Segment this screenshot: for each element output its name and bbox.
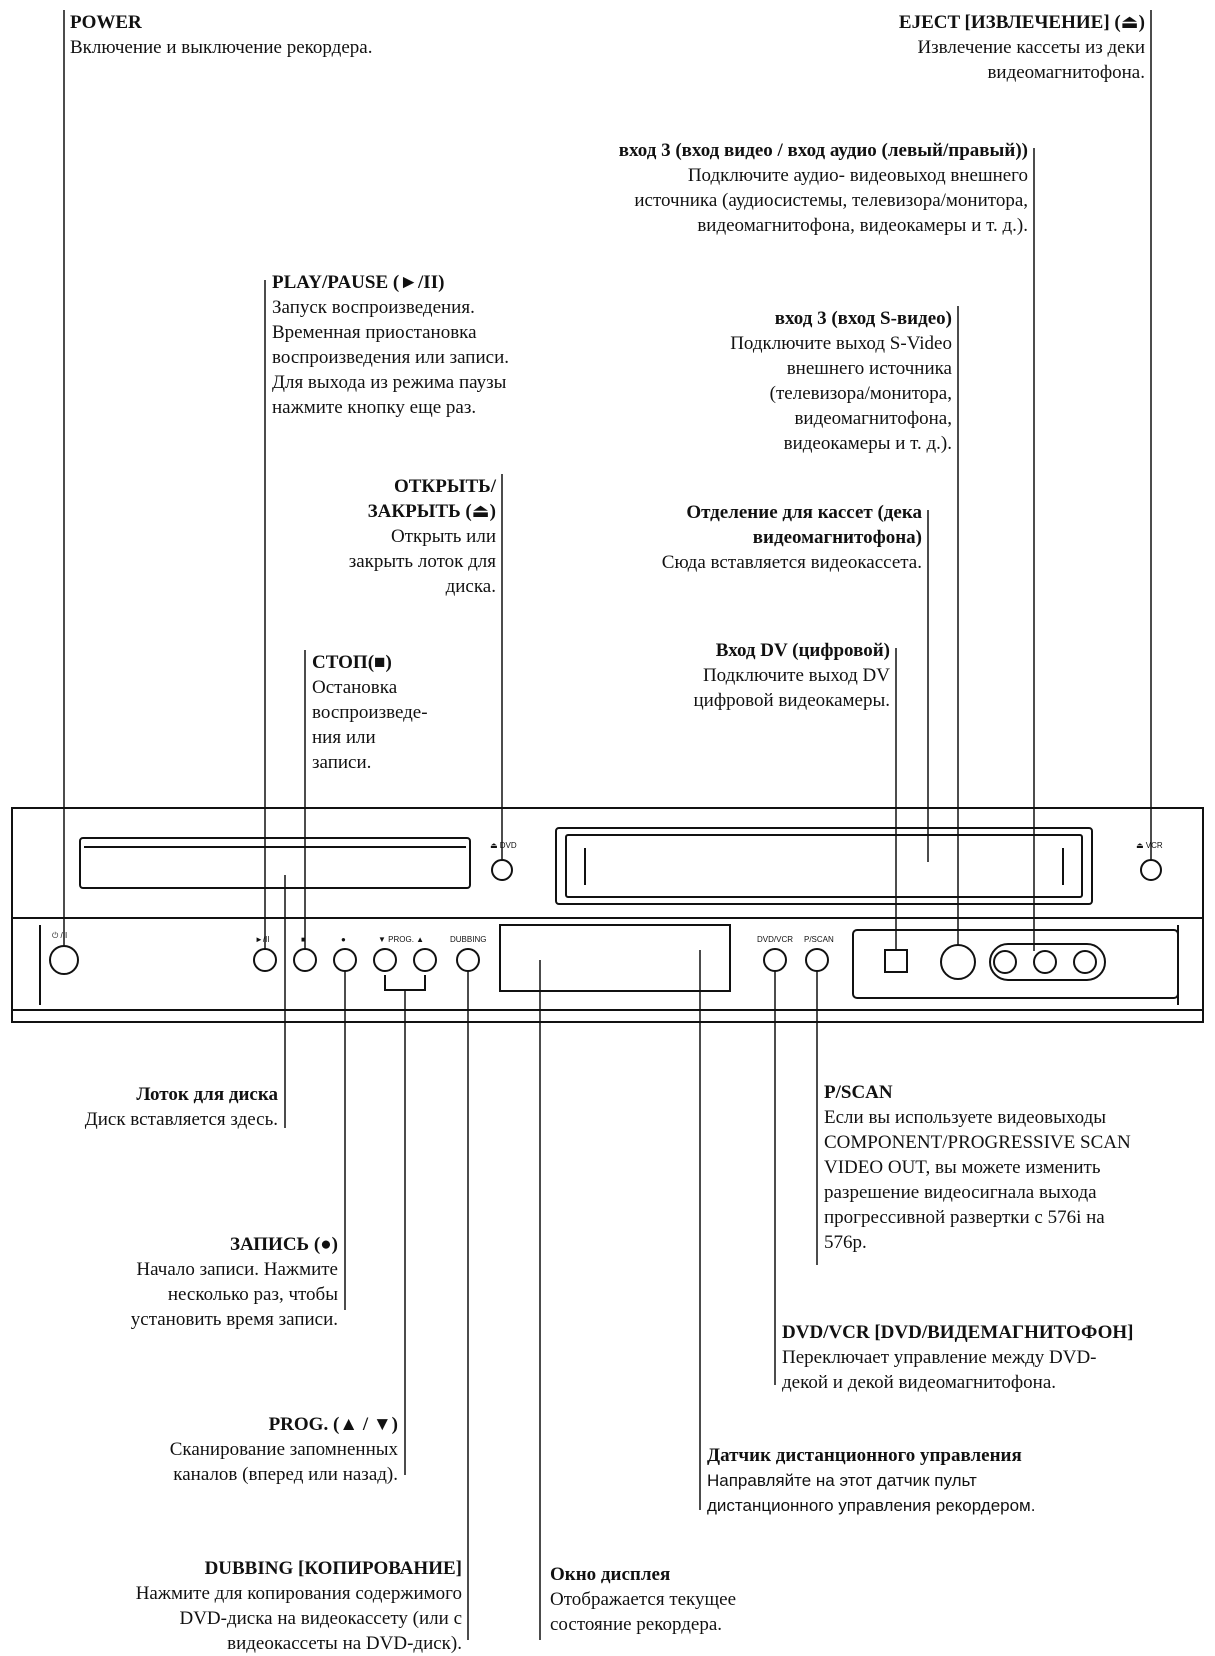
panel-label-eject-vcr: ⏏ VCR [1136, 841, 1163, 850]
callout-title: PROG. (▲ / ▼) [268, 1414, 398, 1435]
callout-title: Датчик дистанционного управления [707, 1445, 1022, 1466]
callout-desc: Сканирование запомненных каналов (вперед… [169, 1439, 398, 1485]
disc-tray [79, 837, 471, 889]
callout-svideo: вход 3 (вход S-видео) Подключите выход S… [640, 306, 952, 456]
eject-vcr-button [1140, 859, 1162, 881]
pscan-button [805, 948, 829, 972]
callout-disc-tray: Лоток для диска Диск вставляется здесь. [20, 1082, 278, 1132]
callout-play-pause: PLAY/PAUSE (►/II) Запуск воспроизведения… [272, 270, 602, 420]
panel-label-play: ►/II [255, 935, 270, 944]
callout-desc: Остановка воспроизведе- ния или записи. [312, 677, 428, 773]
power-button [49, 945, 79, 975]
callout-title: Лоток для диска [136, 1084, 278, 1105]
av-jack-group [989, 943, 1106, 981]
callout-desc: Нажмите для копирования содержимого DVD-… [135, 1583, 462, 1654]
callout-title: EJECT [ИЗВЛЕЧЕНИЕ] (⏏) [898, 12, 1145, 33]
stop-button [293, 948, 317, 972]
panel-label-eject-dvd: ⏏ DVD [490, 841, 517, 850]
chassis-bottom-section [11, 917, 1204, 1011]
callout-dvd-vcr: DVD/VCR [DVD/ВИДЕМАГНИТОФОН] Переключает… [782, 1320, 1207, 1395]
callout-title: Окно дисплея [550, 1564, 671, 1585]
callout-desc: Включение и выключение рекордера. [70, 37, 373, 58]
callout-desc: Извлечение кассеты из деки видеомагнитоф… [917, 37, 1145, 83]
callout-remote-sensor: Датчик дистанционного управления Направл… [707, 1443, 1177, 1518]
play-pause-button [253, 948, 277, 972]
input-jack-panel [852, 929, 1179, 999]
callout-title: Отделение для кассет (дека видеомагнитоф… [686, 502, 922, 548]
prog-down-button [373, 948, 397, 972]
callout-display-window: Окно дисплея Отображается текущее состоя… [550, 1562, 850, 1637]
callout-desc: Начало записи. Нажмите несколько раз, чт… [130, 1259, 338, 1330]
callout-dv-input: Вход DV (цифровой) Подключите выход DV ц… [620, 638, 891, 713]
panel-label-power: ⏻ / I [52, 931, 67, 940]
callout-desc: Диск вставляется здесь. [84, 1109, 278, 1130]
callout-pscan: P/SCAN Если вы используете видеовыходы C… [824, 1080, 1209, 1255]
callout-stop: СТОП(■) Остановка воспроизведе- ния или … [312, 650, 502, 775]
callout-title: P/SCAN [824, 1082, 893, 1103]
svideo-jack [940, 944, 976, 980]
callout-desc: Подключите аудио- видеовыход внешнего ис… [634, 165, 1028, 236]
dubbing-button [456, 948, 480, 972]
callout-dubbing: DUBBING [КОПИРОВАНИЕ] Нажмите для копиро… [20, 1556, 462, 1656]
panel-label-dvdvcr: DVD/VCR [757, 935, 793, 944]
dvdvcr-button [763, 948, 787, 972]
callout-title: вход 3 (вход видео / вход аудио (левый/п… [618, 140, 1028, 161]
callout-record: ЗАПИСЬ (●) Начало записи. Нажмите нескол… [60, 1232, 338, 1332]
audio-right-jack [1073, 950, 1097, 974]
callout-title: СТОП(■) [312, 652, 392, 673]
callout-desc: Сюда вставляется видеокассета. [661, 552, 922, 573]
callout-desc: Подключите выход DV цифровой видеокамеры… [693, 665, 891, 711]
callout-desc: Направляйте на этот датчик пульт дистанц… [707, 1471, 1036, 1515]
callout-cassette-slot: Отделение для кассет (дека видеомагнитоф… [580, 500, 922, 575]
chassis-top-section [11, 807, 1204, 919]
display-window [499, 924, 731, 992]
panel-label-pscan: P/SCAN [804, 935, 834, 944]
prog-up-button [413, 948, 437, 972]
callout-desc: Подключите выход S-Video внешнего источн… [730, 333, 952, 454]
callout-prog: PROG. (▲ / ▼) Сканирование запомненных к… [80, 1412, 398, 1487]
callout-power: POWER Включение и выключение рекордера. [70, 10, 490, 60]
callout-desc: Если вы используете видеовыходы COMPONEN… [824, 1107, 1131, 1253]
panel-label-record: ● [341, 935, 346, 944]
callout-desc: Запуск воспроизведения. Временная приост… [272, 297, 509, 418]
video-jack [993, 950, 1017, 974]
callout-title: DUBBING [КОПИРОВАНИЕ] [204, 1558, 462, 1579]
callout-title: Вход DV (цифровой) [715, 640, 890, 661]
callout-eject-vcr: EJECT [ИЗВЛЕЧЕНИЕ] (⏏) Извлечение кассет… [700, 10, 1145, 85]
record-button [333, 948, 357, 972]
eject-dvd-button [491, 859, 513, 881]
audio-left-jack [1033, 950, 1057, 974]
callout-open-close: ОТКРЫТЬ/ ЗАКРЫТЬ (⏏) Открыть или закрыть… [290, 474, 496, 599]
callout-title: ЗАПИСЬ (●) [230, 1234, 338, 1255]
callout-desc: Открыть или закрыть лоток для диска. [348, 526, 496, 597]
panel-label-dubbing: DUBBING [450, 935, 486, 944]
callout-desc: Отображается текущее состояние рекордера… [550, 1589, 737, 1635]
callout-title: DVD/VCR [DVD/ВИДЕМАГНИТОФОН] [782, 1322, 1134, 1343]
cassette-slot [555, 827, 1093, 905]
panel-label-prog: ▼ PROG. ▲ [378, 935, 424, 944]
dv-jack [884, 949, 908, 973]
callout-input3-av: вход 3 (вход видео / вход аудио (левый/п… [480, 138, 1028, 238]
callout-title: ОТКРЫТЬ/ ЗАКРЫТЬ (⏏) [367, 476, 496, 522]
callout-title: PLAY/PAUSE (►/II) [272, 272, 445, 293]
callout-desc: Переключает управление между DVD- декой … [782, 1347, 1097, 1393]
callout-title: вход 3 (вход S-видео) [774, 308, 952, 329]
callout-title: POWER [70, 12, 142, 33]
panel-label-stop: ■ [301, 935, 306, 944]
